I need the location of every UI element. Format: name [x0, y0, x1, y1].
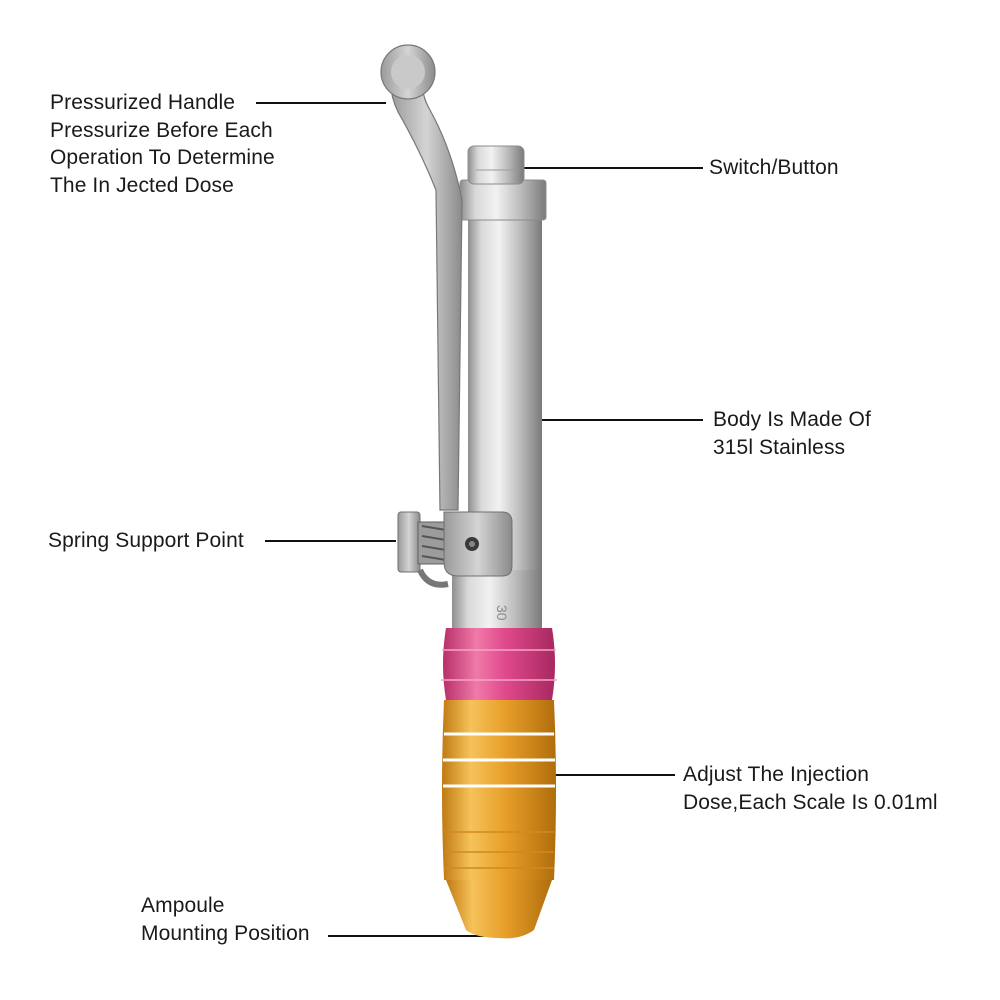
- dose-callout-line-1: Adjust The Injection: [683, 763, 870, 786]
- dose-callout-line-2: Dose,Each Scale Is 0.01ml: [683, 790, 938, 814]
- body-callout-line-1: Body Is Made Of: [713, 408, 871, 431]
- scale-mark-text: 30: [494, 605, 510, 621]
- handle-callout-line-1: Pressurized Handle: [50, 91, 236, 114]
- ampoule-callout-line-1: Ampoule: [141, 894, 225, 917]
- handle-callout-line-4: The In Jected Dose: [50, 173, 234, 197]
- switch-button-shape: [467, 145, 525, 185]
- pink-band: [441, 628, 557, 700]
- gold-grip: [442, 700, 556, 880]
- callout-lines: [256, 102, 703, 937]
- ampoule-callout-line-2: Mounting Position: [141, 921, 310, 945]
- switch-callout-line-1: Switch/Button: [709, 156, 839, 179]
- steel-body: 30: [452, 145, 547, 630]
- handle-callout-line-3: Operation To Determine: [50, 146, 275, 169]
- pressurized-handle: [380, 44, 463, 511]
- body-callout-line-2: 315l Stainless: [713, 435, 846, 459]
- spring-callout: Spring Support Point: [48, 527, 244, 555]
- body-callout: Body Is Made Of 315l Stainless: [713, 406, 871, 461]
- dose-callout: Adjust The Injection Dose,Each Scale Is …: [683, 761, 938, 816]
- handle-callout-line-2: Pressurize Before Each: [50, 118, 273, 142]
- spring-support: [397, 511, 513, 588]
- handle-callout: Pressurized Handle Pressurize Before Eac…: [50, 89, 275, 199]
- spring-callout-line-1: Spring Support Point: [48, 529, 244, 552]
- switch-callout: Switch/Button: [709, 154, 839, 182]
- ampoule-mount: [446, 880, 552, 939]
- ampoule-callout: Ampoule Mounting Position: [141, 892, 310, 947]
